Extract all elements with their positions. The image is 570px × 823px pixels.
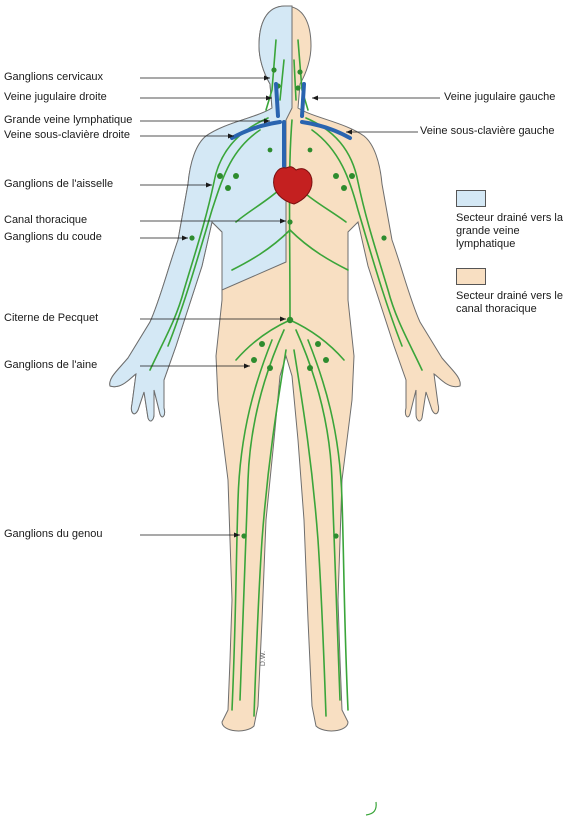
lymph-vessels bbox=[149, 39, 423, 717]
node-axilla bbox=[217, 173, 223, 179]
node-groin bbox=[315, 341, 321, 347]
left-jugular-vein bbox=[300, 82, 306, 118]
leader-lines bbox=[140, 77, 440, 536]
label-ganglions-cervicaux: Ganglions cervicaux bbox=[4, 71, 104, 83]
node-knee bbox=[241, 533, 247, 539]
label-ganglions-coude: Ganglions du coude bbox=[4, 231, 102, 243]
node-cervical bbox=[297, 69, 303, 75]
node-knee bbox=[333, 533, 339, 539]
label-grande-veine-lymphatique: Grande veine lymphatique bbox=[4, 114, 133, 126]
label-ganglions-aisselle: Ganglions de l'aisselle bbox=[4, 178, 114, 190]
node-groin bbox=[251, 357, 257, 363]
node-cisterna bbox=[286, 316, 294, 324]
label-veine-jugulaire-droite: Veine jugulaire droite bbox=[4, 91, 107, 103]
label-citerne-pecquet: Citerne de Pecquet bbox=[4, 312, 99, 324]
corner-mark bbox=[365, 801, 377, 816]
node-trunk bbox=[267, 147, 273, 153]
node-axilla bbox=[333, 173, 339, 179]
leader-arrowheads bbox=[182, 75, 352, 538]
right-subclavian-vein bbox=[230, 120, 282, 140]
node-axilla bbox=[349, 173, 355, 179]
lymph-nodes bbox=[189, 67, 387, 539]
node-groin bbox=[307, 365, 313, 371]
node-elbow bbox=[381, 235, 387, 241]
label-ganglions-genou: Ganglions du genou bbox=[4, 528, 103, 540]
legend-swatch-lymphatic bbox=[456, 190, 486, 207]
node-axilla bbox=[341, 185, 347, 191]
node-groin bbox=[259, 341, 265, 347]
node-elbow bbox=[189, 235, 195, 241]
left-subclavian-vein bbox=[300, 120, 352, 140]
label-veine-jugulaire-gauche: Veine jugulaire gauche bbox=[444, 91, 556, 103]
node-axilla bbox=[233, 173, 239, 179]
legend-swatch-thoracic bbox=[456, 268, 486, 285]
legend-text-thoracic: Secteur drainé vers le canal thoracique bbox=[456, 290, 563, 315]
right-jugular-vein bbox=[274, 82, 280, 118]
heart bbox=[273, 166, 313, 205]
node-groin bbox=[267, 365, 273, 371]
label-veine-sous-claviere-droite: Veine sous-clavière droite bbox=[4, 129, 130, 141]
label-ganglions-aine: Ganglions de l'aine bbox=[4, 359, 98, 371]
node-cervical bbox=[295, 85, 301, 91]
node-trunk bbox=[287, 219, 293, 225]
node-groin bbox=[323, 357, 329, 363]
label-veine-sous-claviere-gauche: Veine sous-clavière gauche bbox=[420, 125, 555, 137]
veins bbox=[230, 82, 352, 168]
node-cervical bbox=[271, 67, 277, 73]
node-trunk bbox=[307, 147, 313, 153]
legend-text-lymphatic: Secteur drainé vers la grande veine lymp… bbox=[456, 212, 563, 250]
artist-signature: D.W. bbox=[260, 650, 268, 667]
node-axilla bbox=[225, 185, 231, 191]
label-canal-thoracique: Canal thoracique bbox=[4, 214, 88, 226]
